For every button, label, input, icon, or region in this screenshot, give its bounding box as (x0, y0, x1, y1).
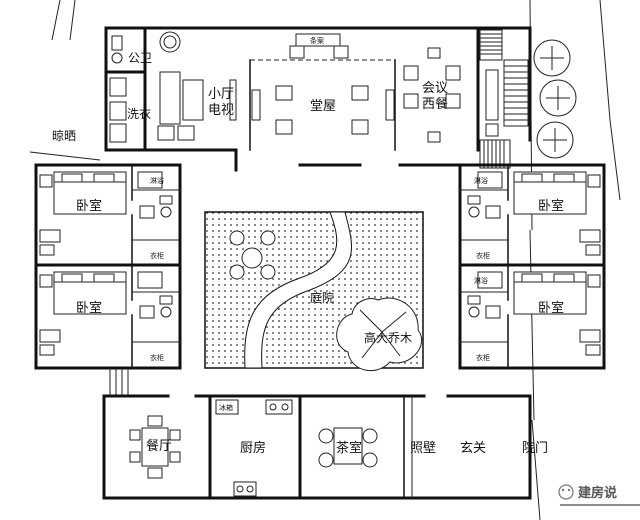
dining-label: 餐厅 (146, 438, 172, 454)
bed-sw (39, 271, 163, 356)
tall-tree (336, 297, 423, 372)
toilet-se (467, 295, 501, 319)
toilet-ne (467, 195, 501, 219)
tea-table-set (318, 427, 378, 468)
screen-wall-label: 照壁 (410, 441, 436, 456)
tall-tree-label: 高大乔木 (364, 330, 412, 345)
small-hall-label: 小厅 (208, 87, 234, 102)
bedroom-ne-label: 卧室 (538, 198, 564, 214)
drying-line (29, 151, 101, 161)
fridge-label: 冰箱 (219, 403, 233, 412)
hall-furniture (251, 33, 395, 135)
bedroom-nw-label: 卧室 (76, 198, 102, 214)
bedroom-sw-label: 卧室 (76, 300, 102, 316)
watermark: 建房说 (558, 484, 617, 501)
west-wing-walls (34, 163, 182, 370)
western-dining-label: 西餐 (422, 96, 448, 112)
bed-se (477, 271, 601, 356)
courtyard-path (244, 211, 353, 369)
closet-se-label: 衣柜 (476, 353, 490, 362)
courtyard-label: 庭院 (310, 290, 334, 305)
bed-nw (39, 171, 163, 256)
tea-room-label: 茶室 (336, 440, 362, 456)
tv-label: 电视 (208, 103, 234, 118)
hall-label: 堂屋 (310, 99, 336, 114)
south-block-walls (102, 394, 532, 500)
altar-label: 条案 (310, 36, 324, 45)
bath-nw-label: 淋浴 (150, 176, 164, 185)
closet-ne-label: 衣柜 (476, 251, 490, 260)
toilet-sw (139, 295, 173, 319)
public-toilet-label: 公卫 (128, 51, 152, 65)
east-wing-walls (458, 163, 606, 370)
garden-table-set (229, 230, 276, 280)
yard-gate-label: 院门 (522, 441, 548, 456)
kitchen-label: 厨房 (240, 440, 266, 456)
west-passage (109, 368, 129, 396)
meeting-label: 会议 (422, 81, 448, 96)
entrance-label: 玄关 (460, 441, 486, 456)
bath-ne-label: 淋浴 (474, 176, 488, 185)
toilet-nw (139, 195, 173, 219)
north-block-walls (104, 26, 532, 172)
watermark-text: 建房说 (578, 485, 617, 501)
courtyard (204, 211, 424, 372)
small-hall-furniture (157, 31, 237, 141)
dining-table-set (129, 415, 181, 479)
kitchen-fixtures (215, 399, 293, 497)
drying-area-label: 晾晒 (52, 128, 76, 143)
bedroom-se-label: 卧室 (538, 300, 564, 316)
laundry-label: 洗衣 (127, 106, 151, 121)
closet-sw-label: 衣柜 (150, 353, 164, 362)
bath-se-label: 淋浴 (474, 276, 488, 285)
meeting-furniture (403, 47, 499, 143)
trees (533, 39, 577, 159)
stairs-ne (479, 29, 529, 169)
closet-nw-label: 衣柜 (150, 251, 164, 260)
public-toilet-fixtures (111, 35, 123, 64)
bed-ne (477, 171, 601, 256)
laundry-machines (109, 77, 127, 143)
